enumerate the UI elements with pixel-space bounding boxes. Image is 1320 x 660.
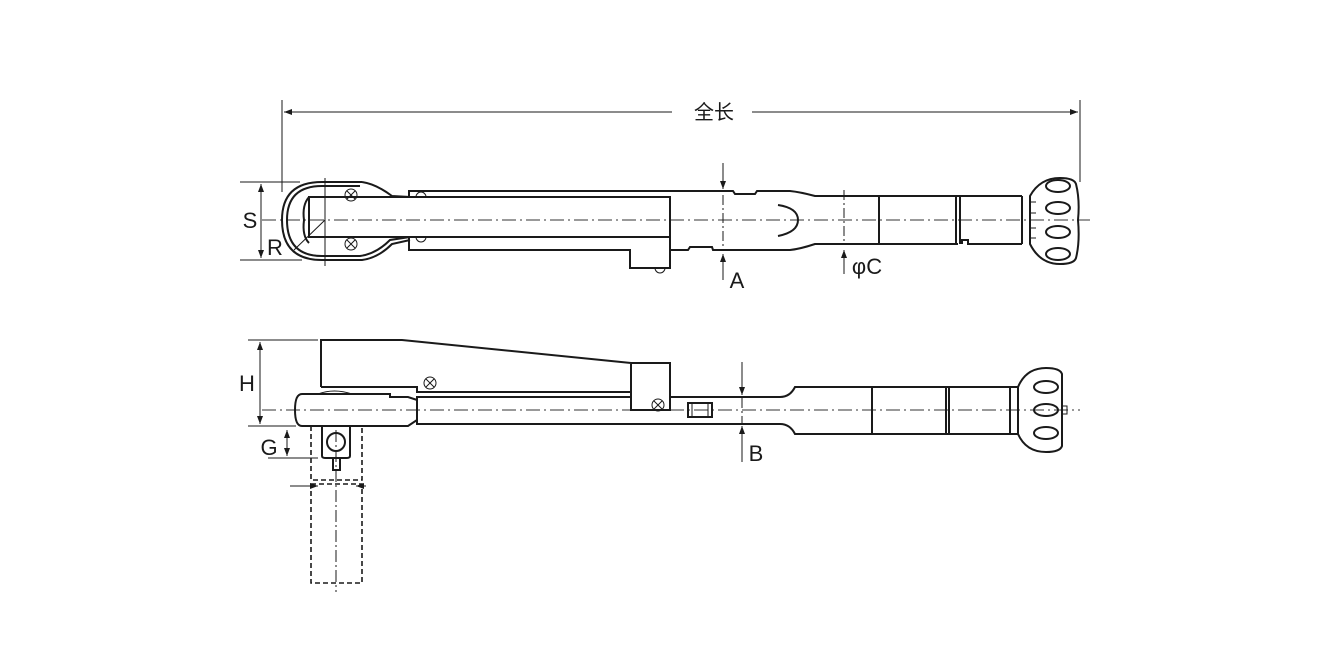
lever-housing [308,190,671,274]
phiC-dimension: φC [841,190,882,279]
grip-knob [1017,366,1068,454]
B-dimension: B [739,362,764,466]
square-drive [321,426,351,592]
G-dimension: G [260,430,318,460]
screw-icon [344,188,358,202]
overall-length-dimension: 全长 [281,100,1081,192]
top-view: 全长 [240,100,1090,293]
shaft [670,190,1023,251]
socket-outline [290,426,366,584]
H-label: H [239,371,255,396]
screw-icon [423,376,437,390]
S-label: S [243,208,258,233]
A-label: A [730,268,745,293]
screw-icon [344,237,358,251]
screw-icon [651,398,665,412]
G-label: G [260,435,277,460]
phiC-label: φC [852,254,882,279]
B-label: B [749,441,764,466]
lever-plate [320,339,671,412]
R-label: R [267,235,283,260]
grip-knob [1029,176,1080,266]
H-dimension: H [239,339,318,427]
ratchet-head [280,178,411,266]
overall-length-label: 全长 [694,100,734,124]
shaft-side [293,386,1018,435]
side-view: H G B [239,339,1080,592]
S-dimension: S R [240,181,302,261]
A-dimension: A [720,163,745,293]
